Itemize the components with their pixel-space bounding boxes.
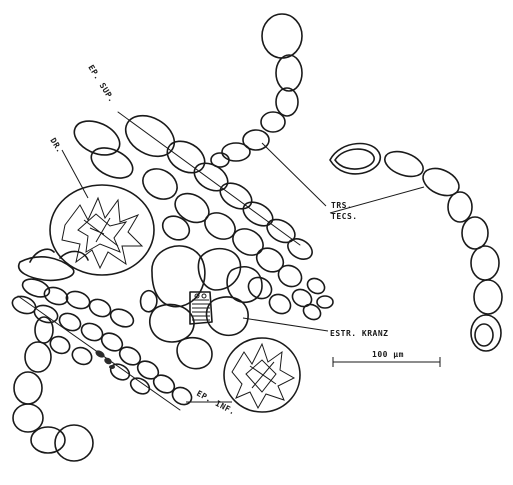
scale-bar-label: 100 µm xyxy=(372,350,404,359)
scale-bar: 100 µm xyxy=(333,350,440,367)
druse-crystal-upper xyxy=(50,185,154,275)
upper-trichome xyxy=(211,14,302,167)
label-ep-sup: EP. SUP. xyxy=(86,63,116,104)
right-trichome xyxy=(330,144,502,351)
mesophyll-cells xyxy=(137,163,333,369)
lower-epidermis xyxy=(10,249,195,410)
label-ep-inf: EP. INF. xyxy=(195,389,237,417)
druse-crystal-lower xyxy=(224,338,300,412)
stomata-marks xyxy=(94,349,115,369)
label-trs: TRS. xyxy=(331,201,352,210)
leader-lines xyxy=(62,143,424,402)
label-tecs: TECS. xyxy=(331,212,358,221)
label-estr-kranz: ESTR. KRANZ xyxy=(330,329,388,338)
label-dr: DR. xyxy=(48,136,64,154)
